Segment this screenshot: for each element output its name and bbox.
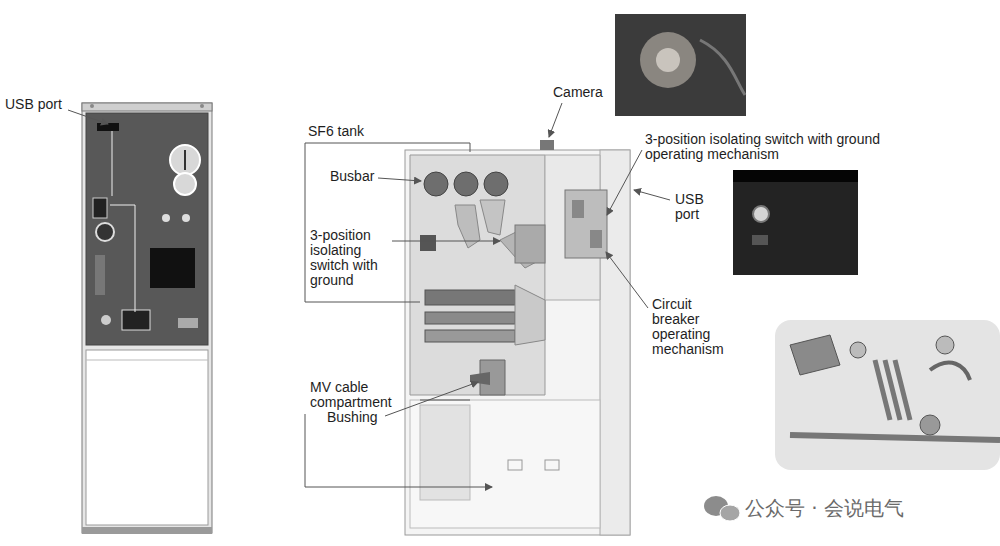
- part-label: 3-position isolating switch with ground: [310, 228, 394, 288]
- part-label: USB port: [5, 97, 85, 112]
- part-label: Bushing: [327, 410, 397, 425]
- part-label: Circuit breaker operating mechanism: [652, 297, 742, 357]
- part-label: 3-position isolating switch with ground …: [645, 132, 935, 162]
- part-label: Camera: [553, 85, 623, 100]
- part-label: Busbar: [330, 169, 390, 184]
- part-label: SF6 tank: [308, 124, 388, 139]
- part-label: MV cable compartment: [310, 380, 402, 410]
- part-label: USB port: [675, 192, 715, 222]
- watermark: 公众号 · 会说电气: [745, 496, 985, 520]
